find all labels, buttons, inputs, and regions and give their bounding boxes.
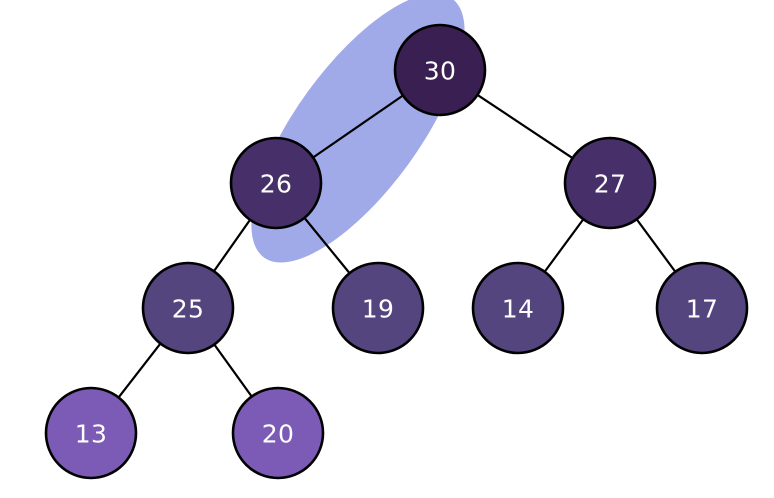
tree-edge-25-13 <box>117 342 162 399</box>
tree-edge-26-19 <box>303 216 351 275</box>
node-circle-17[interactable] <box>655 261 749 355</box>
tree-edge-26-25 <box>212 218 252 273</box>
tree-edge-30-27 <box>476 93 574 160</box>
tree-node-26[interactable]: 26 <box>229 136 323 230</box>
node-circle-30[interactable] <box>393 23 487 117</box>
tree-node-25[interactable]: 25 <box>141 261 235 355</box>
tree-node-20[interactable]: 20 <box>231 386 325 480</box>
node-circle-14[interactable] <box>471 261 565 355</box>
tree-node-14[interactable]: 14 <box>471 261 565 355</box>
node-circle-26[interactable] <box>229 136 323 230</box>
node-circle-20[interactable] <box>231 386 325 480</box>
tree-node-17[interactable]: 17 <box>655 261 749 355</box>
node-circle-27[interactable] <box>563 136 657 230</box>
edge-layer <box>117 93 677 399</box>
tree-edge-27-17 <box>635 218 677 273</box>
tree-node-13[interactable]: 13 <box>44 386 138 480</box>
tree-node-19[interactable]: 19 <box>331 261 425 355</box>
tree-node-27[interactable]: 27 <box>563 136 657 230</box>
tree-edge-25-20 <box>213 343 253 398</box>
node-circle-25[interactable] <box>141 261 235 355</box>
node-circle-19[interactable] <box>331 261 425 355</box>
tree-node-30[interactable]: 30 <box>393 23 487 117</box>
node-circle-13[interactable] <box>44 386 138 480</box>
tree-edge-27-14 <box>543 218 585 273</box>
tree-edge-30-26 <box>311 94 405 159</box>
